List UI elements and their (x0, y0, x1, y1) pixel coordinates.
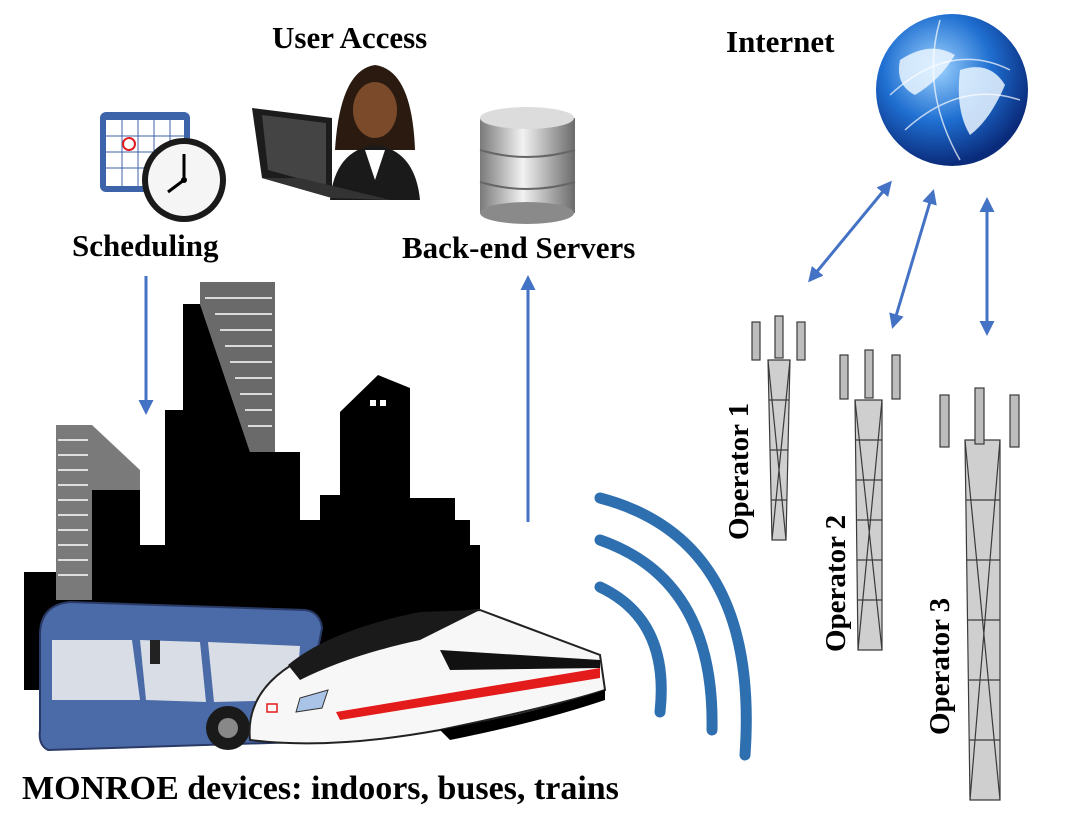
operator-3-tower (939, 387, 1020, 801)
wireless-signal-icon (594, 492, 752, 761)
scheduling-label: Scheduling (72, 228, 219, 263)
globe-icon (876, 14, 1028, 166)
user-access-label: User Access (272, 20, 428, 55)
operator-1-label: Operator 1 (723, 402, 755, 540)
cell-tower-icon (751, 315, 1020, 801)
operator-1-link-arrow (808, 180, 892, 283)
backend-servers-label: Back-end Servers (402, 230, 636, 265)
train-icon (248, 608, 607, 745)
operator-3-label: Operator 3 (924, 597, 956, 735)
calendar-clock-icon (100, 112, 226, 222)
operator-2-tower (839, 349, 901, 651)
database-icon (479, 107, 576, 224)
city-skyline (24, 282, 480, 690)
operator-1-tower (751, 315, 806, 541)
monroe-devices-label: MONROE devices: indoors, buses, trains (22, 770, 619, 807)
internet-label: Internet (726, 24, 835, 59)
operator-2-label: Operator 2 (820, 514, 852, 652)
user-laptop-icon (252, 65, 420, 200)
operator-2-link-arrow (889, 189, 937, 329)
